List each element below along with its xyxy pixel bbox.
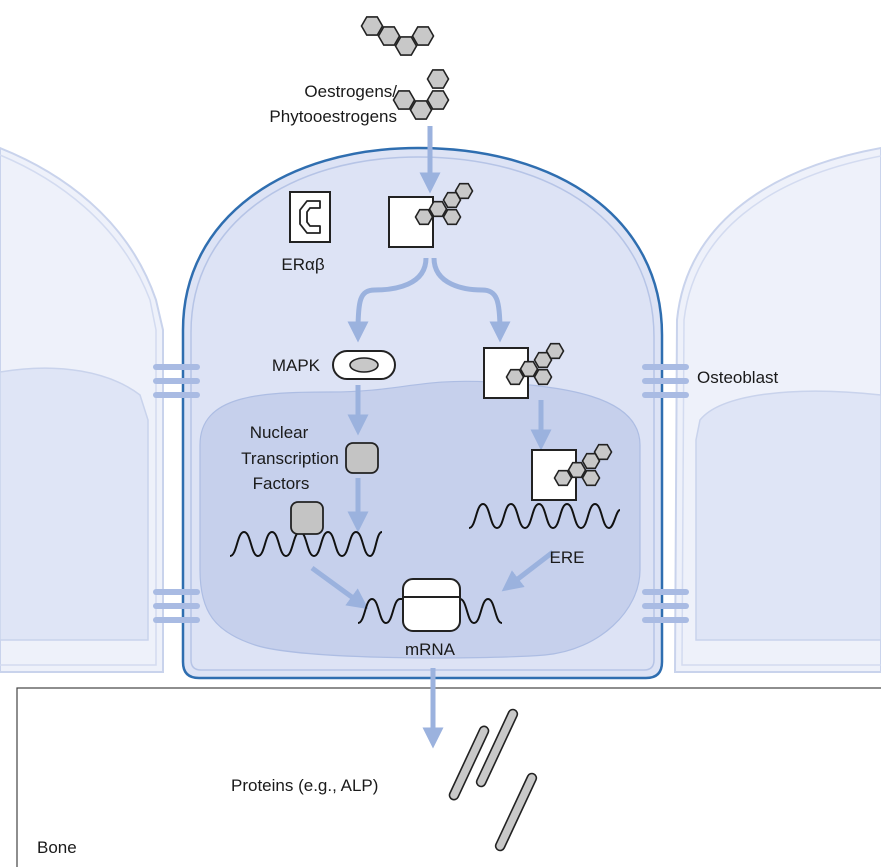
receptor-label: ERαβ bbox=[281, 255, 324, 274]
left-neighbor-cell bbox=[0, 146, 164, 673]
osteoblast-inner-membrane bbox=[190, 156, 655, 671]
phytooestrogen-molecule-icon bbox=[392, 69, 450, 120]
nucleus bbox=[199, 380, 641, 659]
osteoblast-label: Osteoblast bbox=[697, 368, 779, 387]
ere-dna-strand-icon bbox=[468, 502, 621, 530]
pathway-arrows bbox=[310, 126, 555, 749]
bone-region bbox=[16, 687, 881, 867]
mrna-strand-icon bbox=[357, 597, 503, 625]
ntf-label-line1: Nuclear bbox=[250, 423, 309, 442]
left-neighbor-nucleus bbox=[0, 367, 149, 641]
dna-bound-transcription-factor-icon bbox=[290, 501, 324, 535]
ligand-label-line2: Phytooestrogens bbox=[269, 107, 397, 126]
bound-receptor-ere bbox=[531, 443, 613, 501]
protein-rod-icon bbox=[448, 708, 538, 852]
ntf-label-line2: Transcription bbox=[241, 449, 339, 468]
hexagon-molecule-icon bbox=[360, 16, 435, 56]
dna-strand-icon bbox=[229, 530, 383, 558]
mapk-label: MAPK bbox=[272, 356, 321, 375]
right-neighbor-cell bbox=[673, 146, 881, 673]
receptor-bracket-icon bbox=[289, 191, 331, 243]
ligand-label-line1: Oestrogens/ bbox=[304, 82, 397, 101]
transcription-factor-icon bbox=[345, 442, 379, 474]
branch-arrow-right bbox=[431, 257, 511, 343]
ere-label: ERE bbox=[550, 548, 585, 567]
bone-label: Bone bbox=[37, 838, 77, 857]
branch-arrow-left bbox=[347, 257, 429, 343]
cell-junction-icon bbox=[153, 364, 689, 623]
bound-receptor-top bbox=[388, 182, 474, 248]
proteins-label: Proteins (e.g., ALP) bbox=[231, 776, 378, 795]
mapk-oval-icon bbox=[332, 350, 396, 380]
mrna-label: mRNA bbox=[405, 640, 456, 659]
left-dna-to-mrna-arrow bbox=[310, 565, 369, 610]
bound-receptor-mid bbox=[483, 342, 565, 399]
polymerase-icon bbox=[402, 578, 461, 632]
right-dna-to-mrna-arrow bbox=[501, 550, 555, 592]
right-neighbor-nucleus bbox=[695, 390, 881, 641]
ntf-label-line3: Factors bbox=[253, 474, 310, 493]
